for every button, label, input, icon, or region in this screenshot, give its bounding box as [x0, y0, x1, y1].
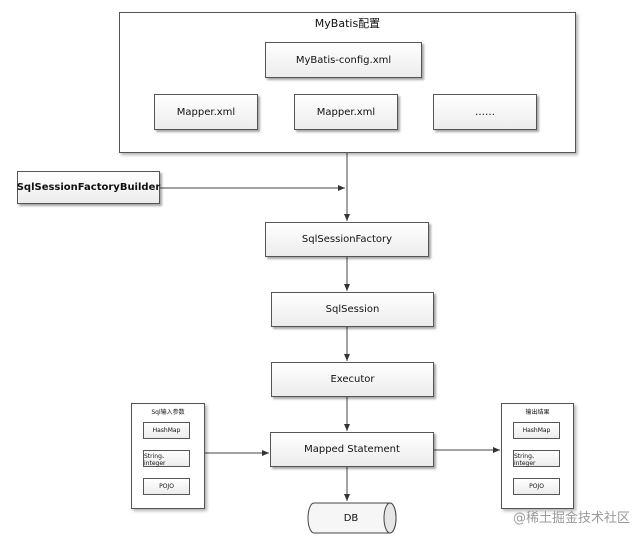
watermark: @稀土掘金技术社区: [512, 511, 630, 526]
mapped-statement-label: Mapped Statement: [304, 444, 400, 455]
db-cylinder: [307, 502, 397, 534]
output-string-integer-box: String、integer: [513, 450, 560, 467]
mybatis-config-group: MyBatis配置: [119, 12, 576, 153]
input-hashmap-box: HashMap: [143, 422, 190, 439]
output-results-title: 输出结果: [525, 409, 550, 416]
mapper-ellipsis-label: ……: [475, 106, 495, 118]
sqlsession-box: SqlSession: [271, 292, 434, 327]
mybatis-config-xml-label: MyBatis-config.xml: [295, 54, 392, 66]
mapper-ellipsis-box: ……: [433, 94, 537, 130]
input-hashmap-label: HashMap: [152, 427, 181, 434]
output-hashmap-label: HashMap: [522, 427, 551, 434]
sqlsessionfactory-box: SqlSessionFactory: [265, 222, 429, 257]
sqlsessionfactorybuilder-box: SqlSessionFactoryBuilder: [17, 171, 160, 204]
input-string-integer-box: String、integer: [143, 450, 190, 467]
mybatis-config-xml-box: MyBatis-config.xml: [265, 42, 422, 78]
executor-box: Executor: [271, 362, 434, 397]
output-pojo-label: POJO: [529, 483, 544, 490]
mapper-xml-label-1: Mapper.xml: [176, 106, 236, 118]
sqlsession-label: SqlSession: [325, 304, 380, 315]
output-string-integer-label: String、integer: [514, 452, 538, 467]
mapped-statement-box: Mapped Statement: [270, 432, 434, 467]
mybatis-config-title: MyBatis配置: [314, 17, 381, 30]
input-pojo-label: POJO: [159, 483, 174, 490]
sqlsessionfactorybuilder-label: SqlSessionFactoryBuilder: [16, 182, 161, 193]
input-pojo-box: POJO: [143, 478, 190, 495]
mapper-xml-box-1: Mapper.xml: [154, 94, 258, 130]
output-hashmap-box: HashMap: [513, 422, 560, 439]
executor-label: Executor: [330, 374, 375, 385]
input-params-title: Sql输入参数: [151, 409, 185, 416]
output-pojo-box: POJO: [513, 478, 560, 495]
sqlsessionfactory-label: SqlSessionFactory: [301, 234, 393, 245]
mapper-xml-box-2: Mapper.xml: [294, 94, 398, 130]
mapper-xml-label-2: Mapper.xml: [316, 106, 376, 118]
db-label: DB: [343, 512, 359, 524]
input-string-integer-label: String、integer: [144, 452, 168, 467]
